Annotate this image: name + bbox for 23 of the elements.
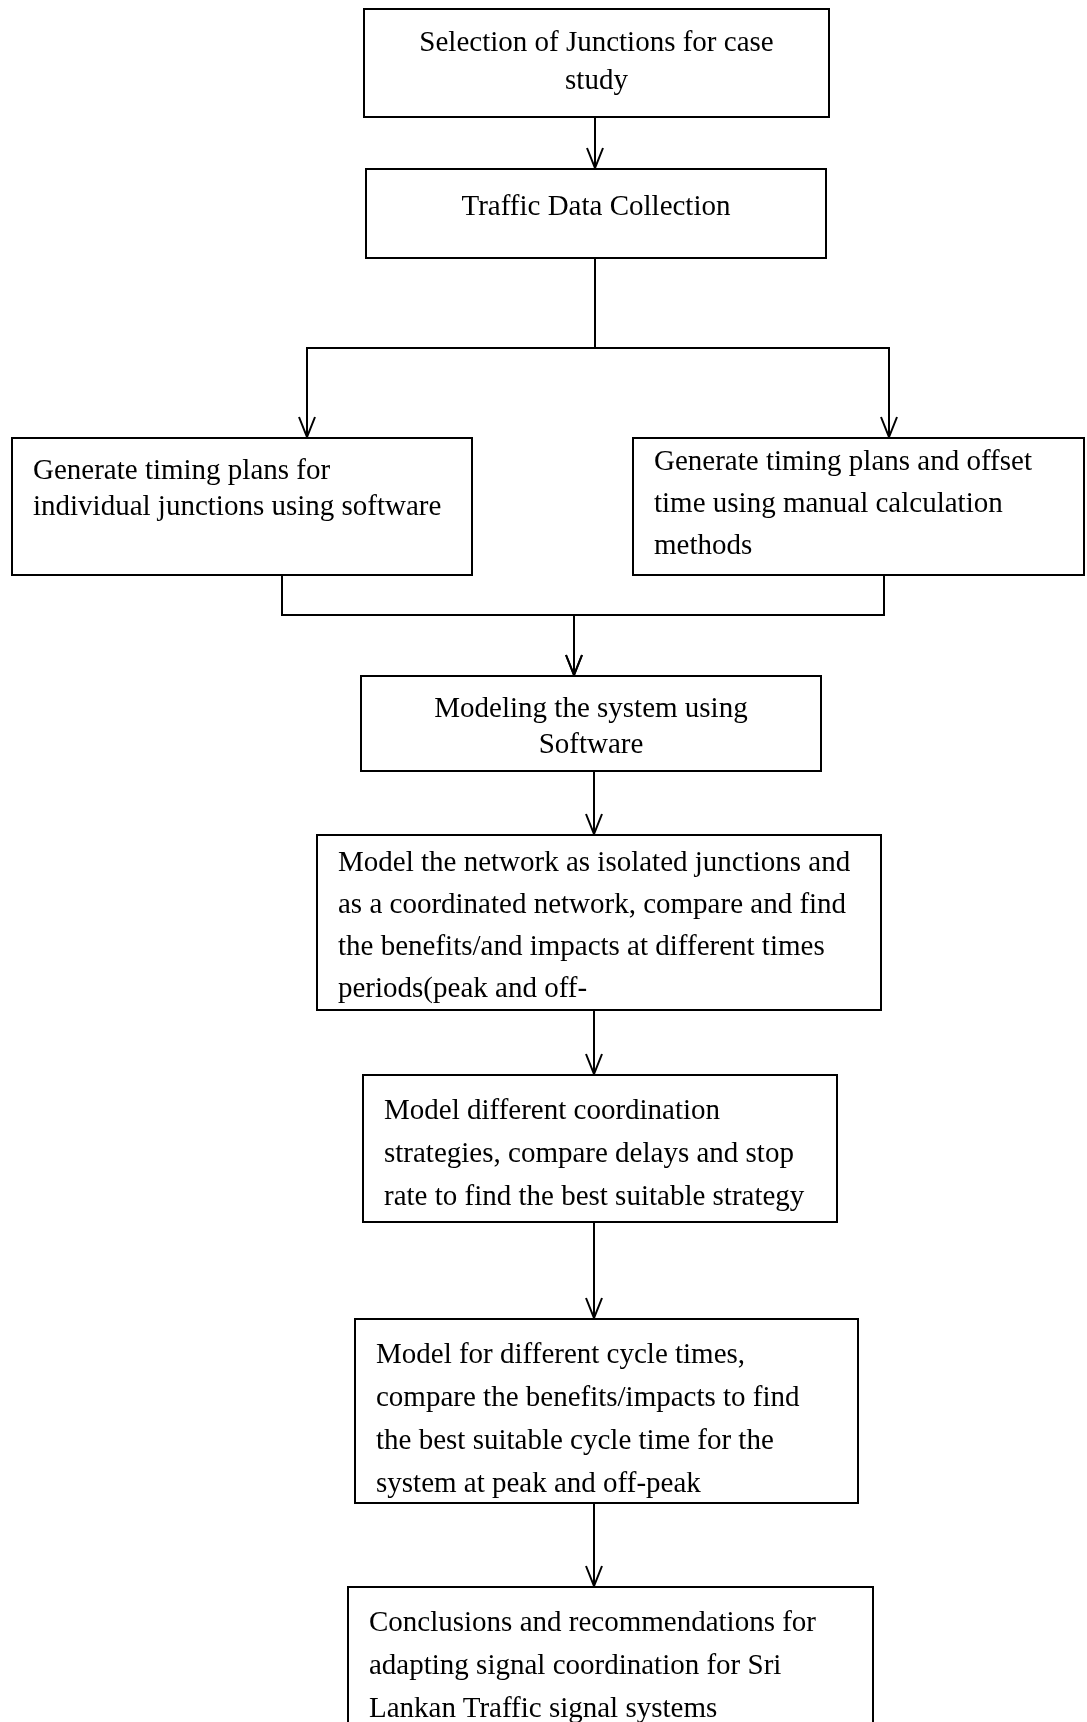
box-text: Selection of Junctions for case study bbox=[418, 24, 775, 97]
arrow bbox=[586, 117, 604, 169]
process-box bbox=[360, 675, 822, 772]
arrow bbox=[585, 1010, 603, 1075]
box-text: Generate timing plans and offset time using manual calculation methods bbox=[654, 443, 1033, 562]
process-box bbox=[316, 834, 882, 1011]
arrow bbox=[565, 575, 885, 676]
process-box bbox=[11, 437, 473, 576]
box-text: Model the network as isolated junctions and as a coordinated network, compare and find the benefits/and impacts at different times periods(peak and off- bbox=[338, 844, 852, 1005]
process-box bbox=[363, 8, 830, 118]
box-text: Model for different cycle times, compare the benefits/impacts to find the best suitable cycle time for the system at peak and off-peak bbox=[376, 1336, 801, 1500]
process-box bbox=[362, 1074, 838, 1223]
box-text: Modeling the system using Software bbox=[433, 690, 749, 761]
arrow bbox=[585, 1503, 603, 1587]
process-box bbox=[354, 1318, 859, 1504]
arrow bbox=[585, 771, 603, 835]
process-box bbox=[632, 437, 1085, 576]
box-text: Model different coordination strategies, compare delays and stop rate to find the best suitable strategy bbox=[384, 1092, 806, 1213]
arrow bbox=[585, 1222, 603, 1319]
box-text: Traffic Data Collection bbox=[460, 188, 732, 223]
process-box bbox=[347, 1586, 874, 1722]
box-text: Generate timing plans for individual junctions using software bbox=[33, 452, 443, 523]
process-box bbox=[365, 168, 827, 259]
